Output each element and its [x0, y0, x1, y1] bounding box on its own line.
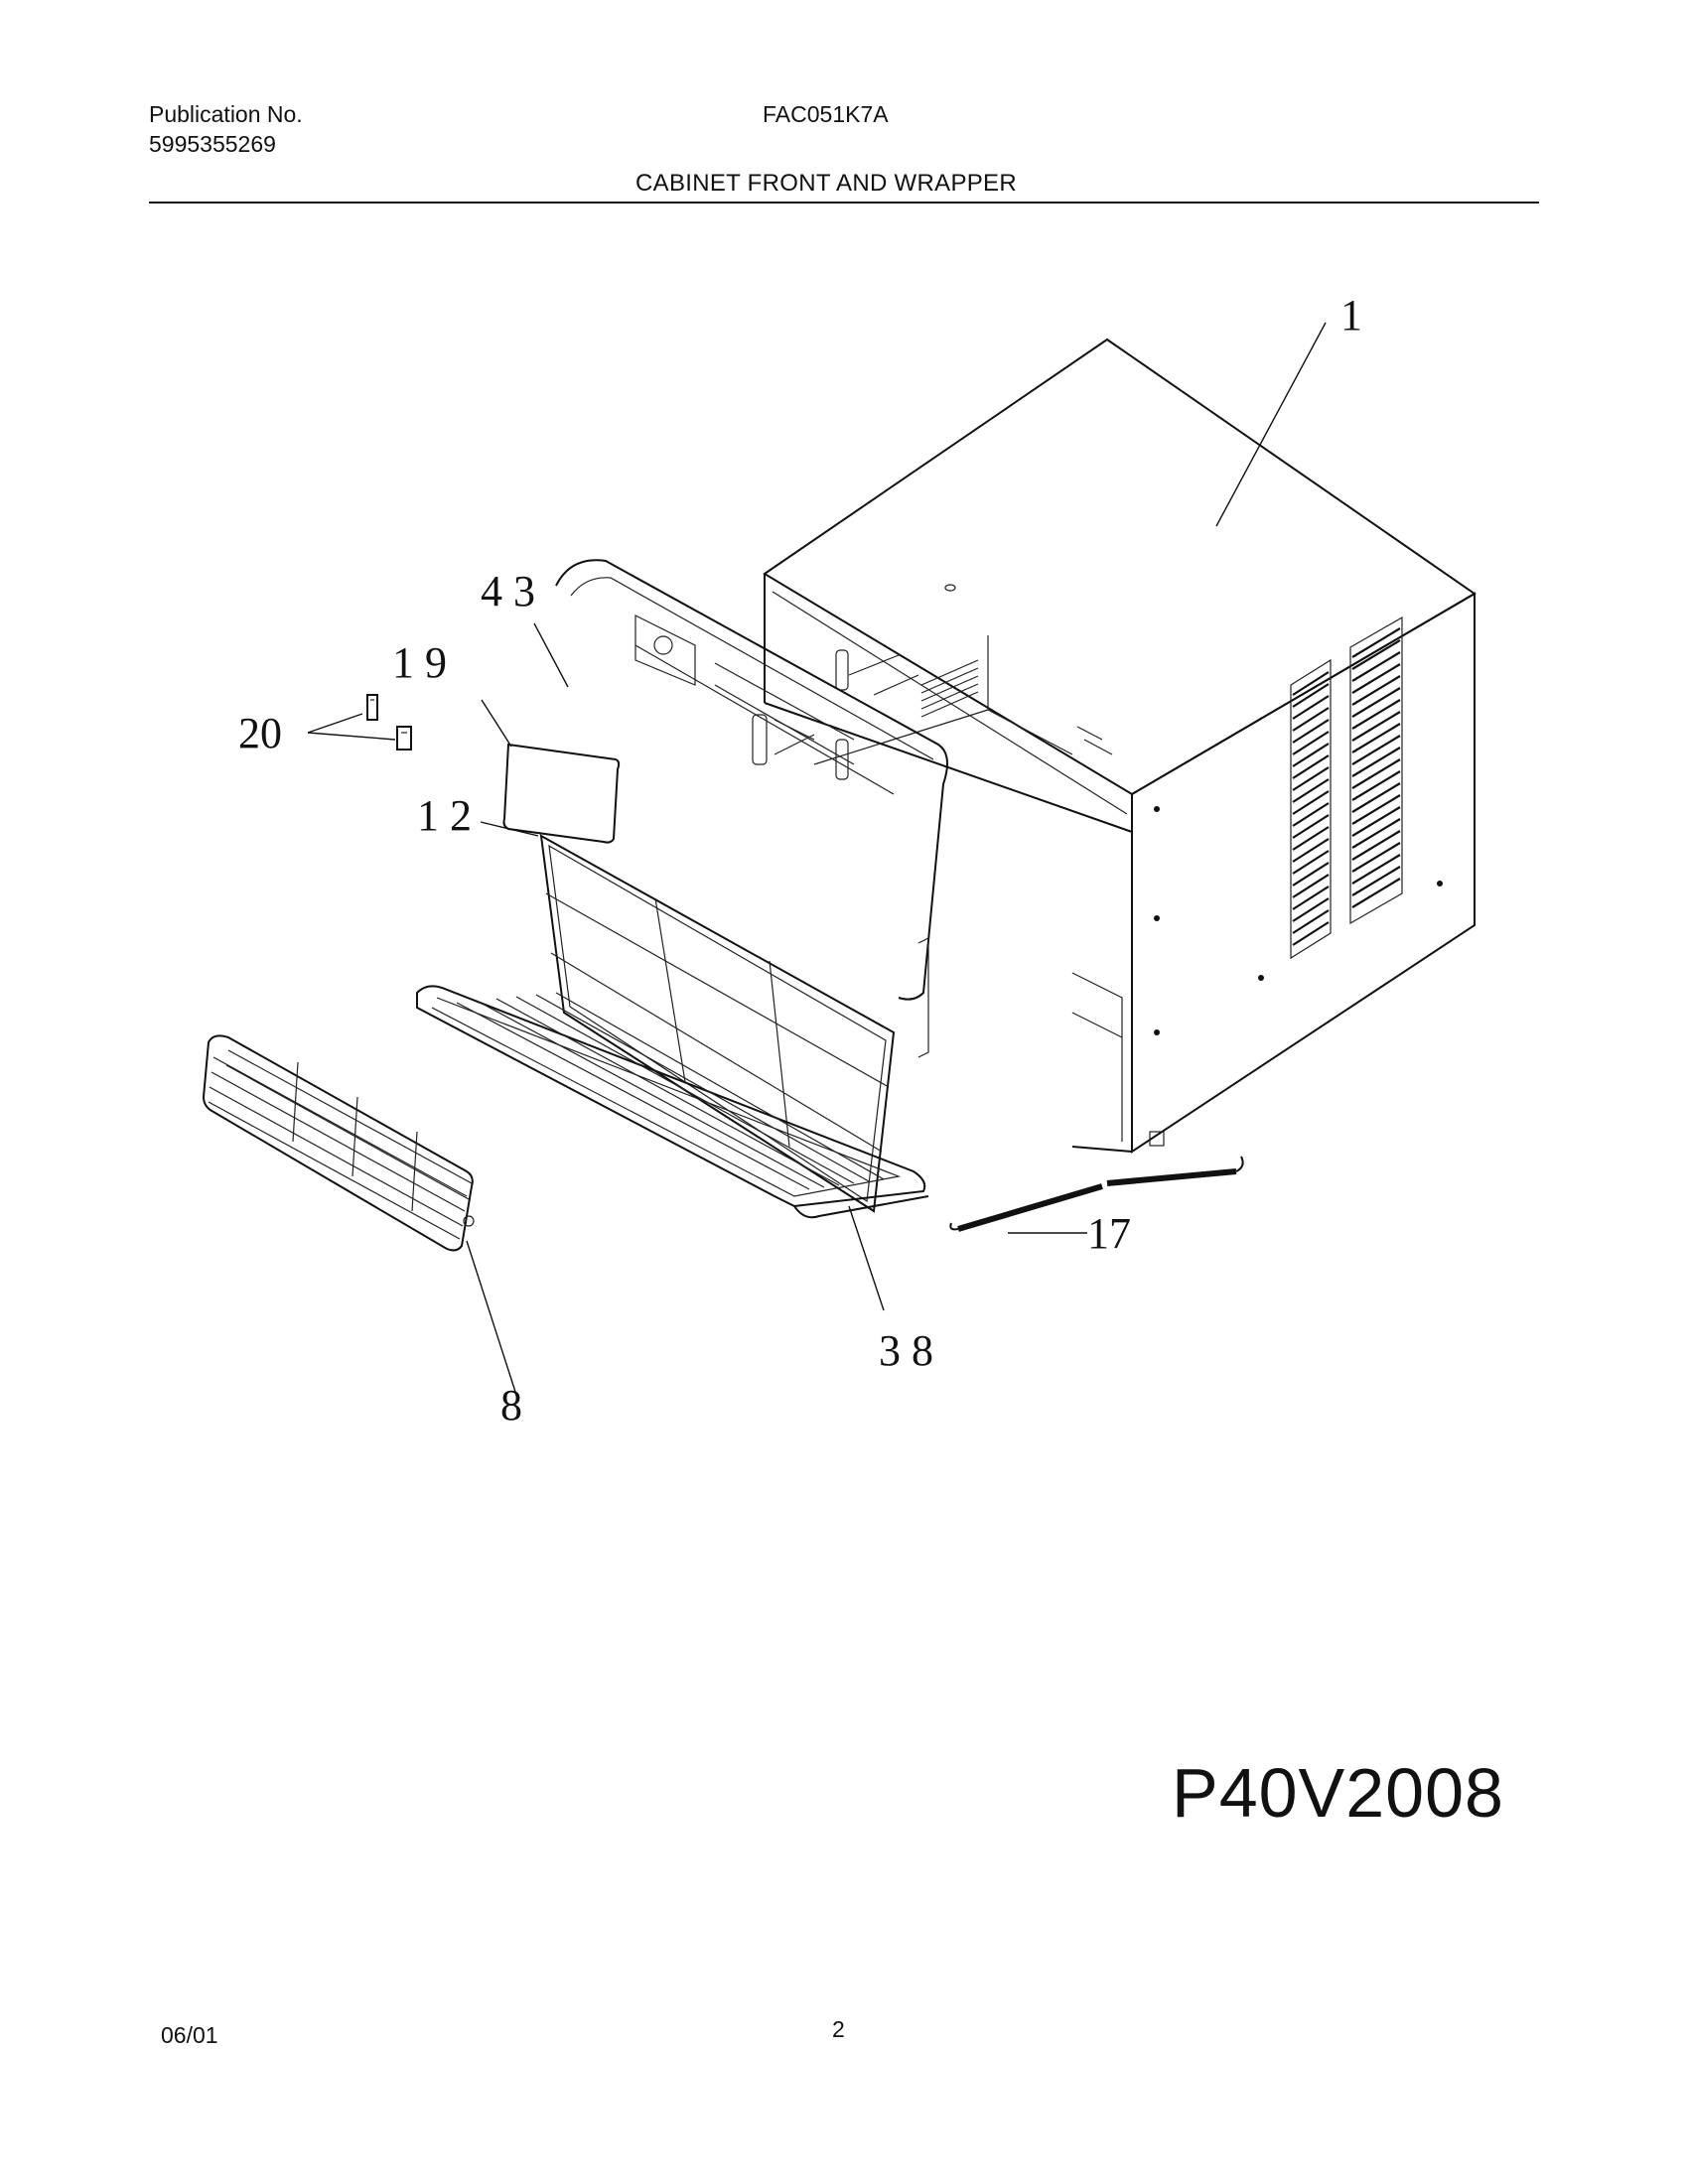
front-grille-tray — [416, 985, 929, 1219]
callout-1: 1 — [1340, 291, 1362, 340]
model-number: FAC051K7A — [763, 101, 889, 127]
callout-20: 20 — [238, 709, 282, 757]
callout-19: 1 9 — [392, 638, 447, 687]
publication-label: Publication No. — [149, 101, 303, 127]
callout-38: 3 8 — [879, 1326, 933, 1375]
publication-number: 5995355269 — [149, 131, 276, 157]
air-filter — [539, 834, 896, 1213]
callout-43: 4 3 — [481, 567, 535, 615]
callout-12: 1 2 — [417, 791, 472, 840]
publication-date: 06/01 — [161, 2022, 218, 2048]
section-title: CABINET FRONT AND WRAPPER — [635, 170, 1017, 197]
air-louver — [202, 1034, 475, 1252]
callout-17: 17 — [1087, 1209, 1131, 1258]
label-plate — [502, 743, 621, 844]
knob-clips — [366, 694, 412, 751]
leader-lines — [307, 322, 1327, 1396]
drawing-code: P40V2008 — [1172, 1754, 1504, 1832]
seal-strip — [949, 1156, 1244, 1232]
header-rule — [149, 202, 1539, 204]
callout-8: 8 — [500, 1381, 522, 1430]
cabinet-front — [555, 559, 948, 1058]
cabinet-wrapper — [752, 338, 1477, 1154]
page-number: 2 — [832, 2016, 845, 2042]
